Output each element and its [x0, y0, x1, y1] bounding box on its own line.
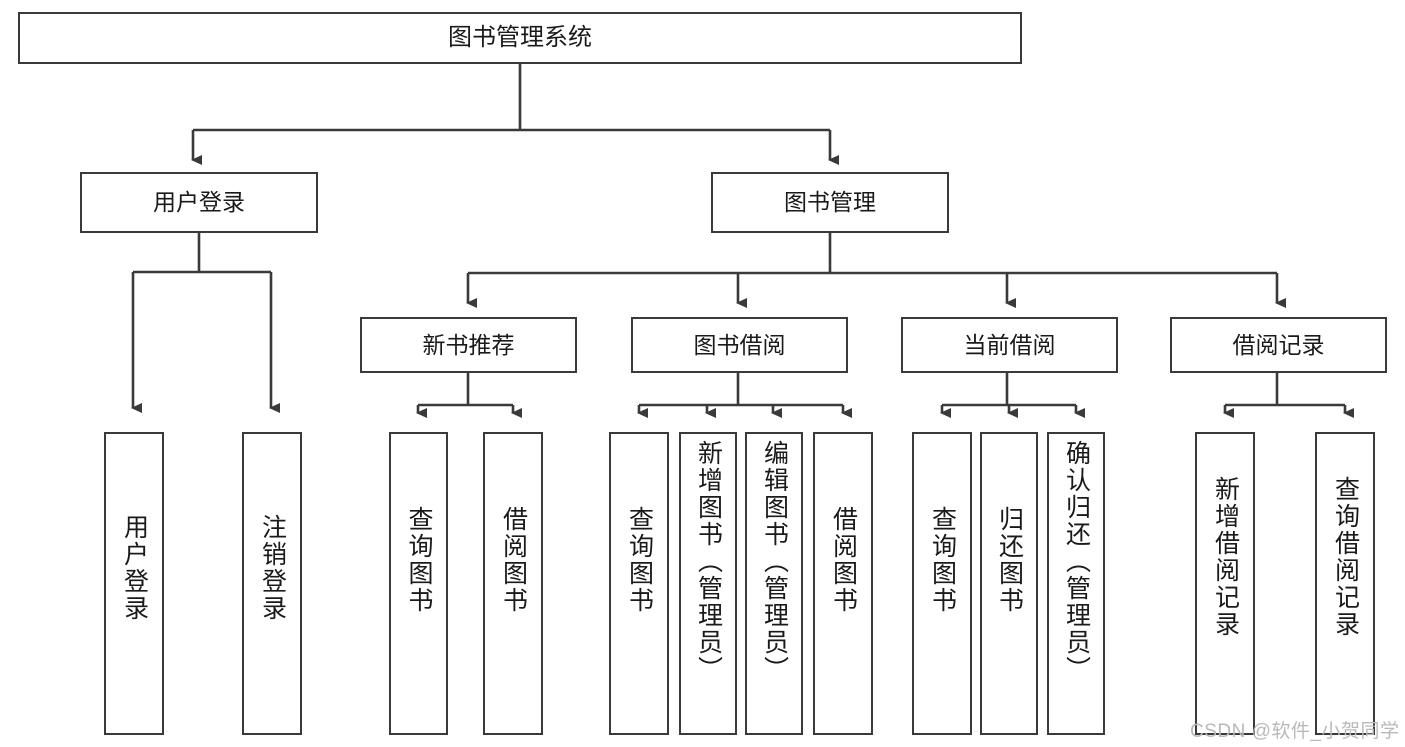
node-current-borrow[interactable]: 当前借阅 [901, 317, 1118, 373]
node-leaf-user-login[interactable]: 用户登录 [104, 432, 164, 735]
node-leaf-query-book-3[interactable]: 查询图书 [912, 432, 972, 735]
node-book-management[interactable]: 图书管理 [711, 172, 949, 233]
node-leaf-edit-book[interactable]: 编辑图书（管理员） [745, 432, 803, 735]
node-leaf-add-book-label: 新增图书（管理员） [694, 440, 723, 683]
node-leaf-confirm-return-label: 确认归还（管理员） [1062, 440, 1091, 683]
node-user-login-label: 用户登录 [153, 189, 245, 216]
node-leaf-query-record-label: 查询借阅记录 [1331, 476, 1360, 638]
node-leaf-add-record[interactable]: 新增借阅记录 [1195, 432, 1255, 735]
node-leaf-confirm-return[interactable]: 确认归还（管理员） [1047, 432, 1105, 735]
node-book-management-label: 图书管理 [784, 189, 876, 216]
node-leaf-query-book-2-label: 查询图书 [625, 506, 654, 614]
node-leaf-borrow-book-1[interactable]: 借阅图书 [483, 432, 543, 735]
node-leaf-query-book-1-label: 查询图书 [405, 506, 433, 614]
node-leaf-query-book-3-label: 查询图书 [928, 506, 957, 614]
node-book-borrow-label: 图书借阅 [693, 331, 786, 358]
node-leaf-query-book-2[interactable]: 查询图书 [609, 432, 669, 735]
node-leaf-return-book[interactable]: 归还图书 [980, 432, 1038, 735]
node-leaf-logout-login-label: 注销登录 [258, 514, 287, 622]
node-leaf-borrow-book-2[interactable]: 借阅图书 [813, 432, 873, 735]
node-leaf-add-book[interactable]: 新增图书（管理员） [679, 432, 737, 735]
node-new-book-recommend[interactable]: 新书推荐 [360, 317, 577, 373]
node-leaf-user-login-label: 用户登录 [120, 514, 149, 622]
node-book-borrow[interactable]: 图书借阅 [631, 317, 848, 373]
node-leaf-logout-login[interactable]: 注销登录 [242, 432, 302, 735]
node-borrow-record[interactable]: 借阅记录 [1170, 317, 1387, 373]
node-new-book-recommend-label: 新书推荐 [422, 331, 515, 358]
node-current-borrow-label: 当前借阅 [963, 331, 1056, 358]
node-root-label: 图书管理系统 [448, 24, 592, 52]
node-leaf-add-record-label: 新增借阅记录 [1211, 476, 1240, 638]
node-user-login[interactable]: 用户登录 [80, 172, 318, 233]
node-leaf-return-book-label: 归还图书 [995, 506, 1024, 614]
node-root[interactable]: 图书管理系统 [18, 12, 1022, 64]
node-borrow-record-label: 借阅记录 [1232, 331, 1325, 358]
node-leaf-edit-book-label: 编辑图书（管理员） [760, 440, 789, 683]
node-leaf-query-book-1[interactable]: 查询图书 [389, 432, 448, 735]
node-leaf-query-record[interactable]: 查询借阅记录 [1315, 432, 1375, 735]
node-leaf-borrow-book-1-label: 借阅图书 [499, 506, 528, 614]
node-leaf-borrow-book-2-label: 借阅图书 [829, 506, 858, 614]
csdn-watermark: CSDN @软件_小贺同学 [1190, 721, 1400, 742]
